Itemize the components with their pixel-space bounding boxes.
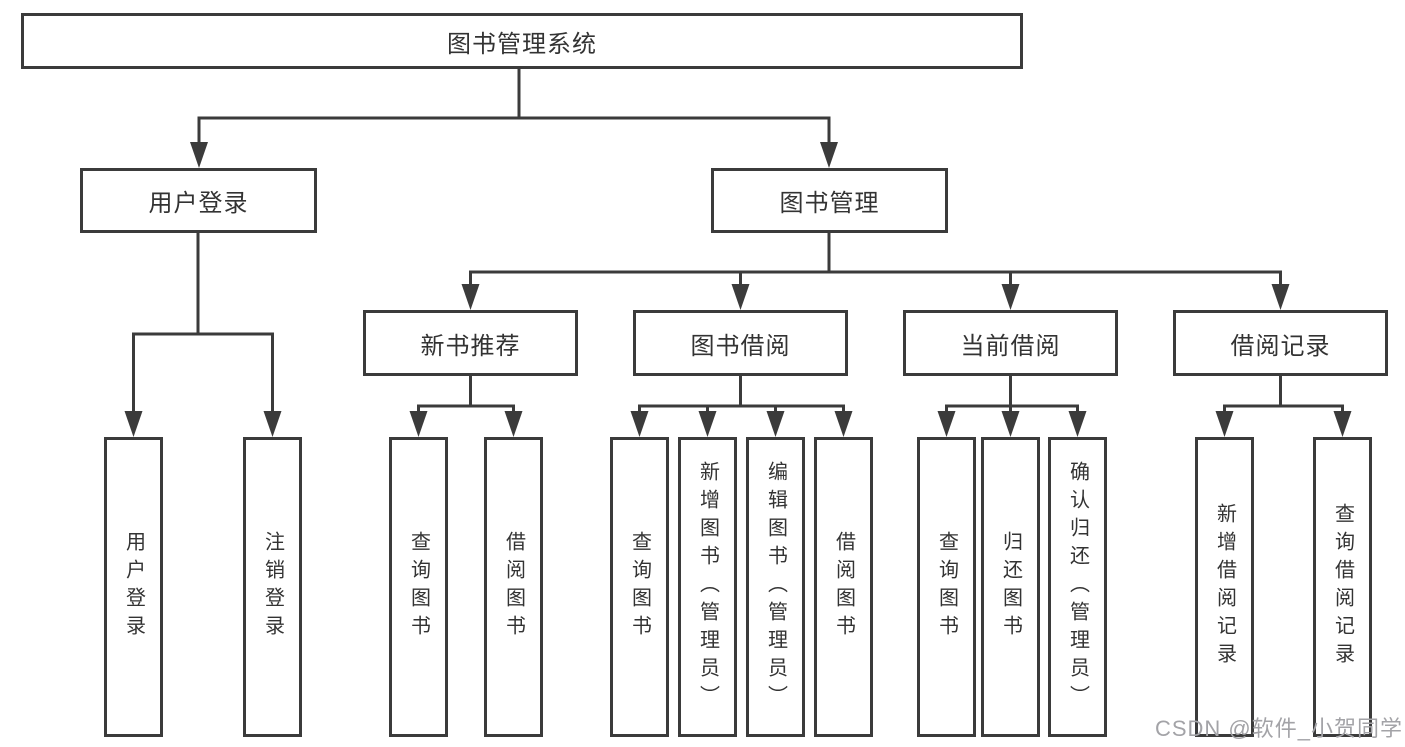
node-label: 图书借阅 [690, 332, 791, 360]
connector-user-login-split [124, 233, 282, 437]
node-label: 借阅图书 [832, 531, 855, 643]
node-label: 编辑图书（管理员） [764, 461, 787, 713]
leaf-borrow-books: 借阅图书 [814, 437, 873, 737]
node-label: 确认归还（管理员） [1066, 461, 1089, 713]
node-label: 归还图书 [999, 531, 1022, 643]
leaf-query-books-borrow: 查询图书 [610, 437, 669, 737]
node-borrowing-records: 借阅记录 [1173, 310, 1388, 376]
leaf-confirm-return-admin: 确认归还（管理员） [1048, 437, 1107, 737]
node-label: 查询图书 [935, 531, 958, 643]
node-label: 查询借阅记录 [1331, 503, 1354, 671]
leaf-return-books: 归还图书 [981, 437, 1040, 737]
leaf-query-books-current: 查询图书 [917, 437, 976, 737]
node-label: 新增图书（管理员） [696, 461, 719, 713]
node-label: 新增借阅记录 [1213, 503, 1236, 671]
connector-root-to-level2 [190, 69, 838, 168]
connector-book-borrowing-split [630, 376, 853, 437]
node-label: 注销登录 [261, 531, 284, 643]
node-label: 图书管理 [779, 190, 880, 217]
node-new-book-recommendation: 新书推荐 [363, 310, 578, 376]
leaf-user-login: 用户登录 [104, 437, 163, 737]
node-book-borrowing: 图书借阅 [633, 310, 848, 376]
node-label: 用户登录 [148, 190, 249, 217]
node-book-management: 图书管理 [711, 168, 948, 233]
leaf-query-books-recommend: 查询图书 [389, 437, 448, 737]
connector-book-management-to-level3 [461, 233, 1290, 310]
connector-borrowing-records-split [1215, 376, 1352, 437]
node-label: 用户登录 [122, 531, 145, 643]
node-label: 新书推荐 [420, 332, 521, 360]
leaf-edit-books-admin: 编辑图书（管理员） [746, 437, 805, 737]
leaf-query-borrow-record: 查询借阅记录 [1313, 437, 1372, 737]
node-label: 借阅记录 [1230, 332, 1331, 360]
connector-current-borrowing-split [937, 376, 1087, 437]
node-library-system: 图书管理系统 [21, 13, 1023, 69]
node-label: 当前借阅 [960, 332, 1061, 360]
node-current-borrowing: 当前借阅 [903, 310, 1118, 376]
node-label: 查询图书 [407, 531, 430, 643]
leaf-add-books-admin: 新增图书（管理员） [678, 437, 737, 737]
watermark-text: CSDN @软件_小贺同学 [1154, 716, 1403, 741]
node-label: 查询图书 [628, 531, 651, 643]
leaf-logout: 注销登录 [243, 437, 302, 737]
node-user-login: 用户登录 [80, 168, 317, 233]
leaf-borrow-books-recommend: 借阅图书 [484, 437, 543, 737]
node-label: 图书管理系统 [447, 30, 597, 58]
leaf-add-borrow-record: 新增借阅记录 [1195, 437, 1254, 737]
connector-recommendation-split [409, 376, 523, 437]
node-label: 借阅图书 [502, 531, 525, 643]
